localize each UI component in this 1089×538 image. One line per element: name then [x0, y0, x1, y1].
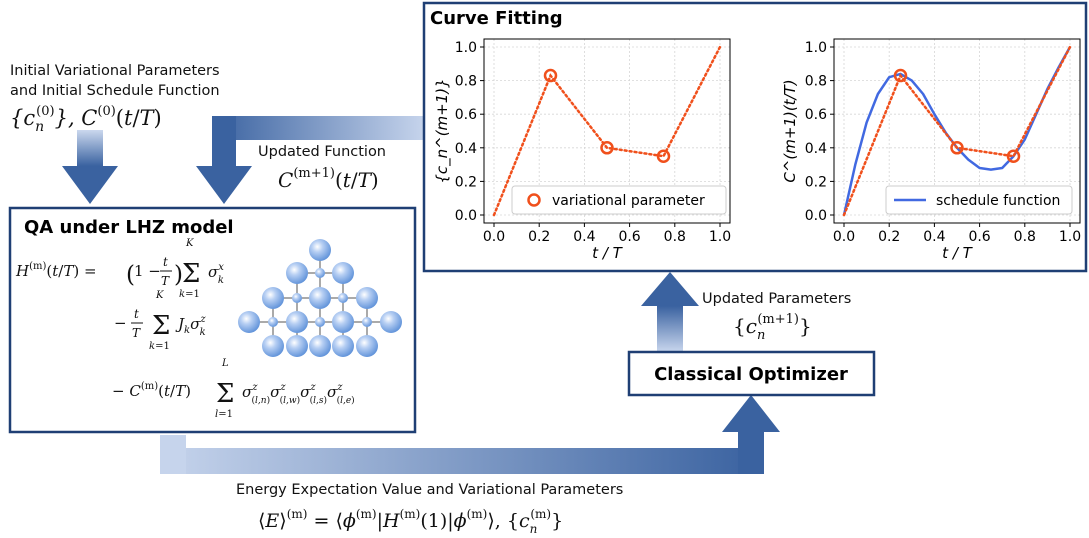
y-tick-label: 0.4 — [805, 141, 827, 157]
x-tick-label: 0.8 — [664, 229, 686, 245]
x-tick-label: 0.8 — [1014, 229, 1036, 245]
svg-text:σxk: σxk — [208, 262, 224, 286]
svg-text:k=1: k=1 — [149, 341, 170, 352]
x-tick-label: 0.2 — [528, 229, 550, 245]
parameter-marker — [950, 141, 964, 155]
svg-text:Σ: Σ — [152, 311, 170, 341]
y-tick-label: 0.6 — [455, 107, 477, 123]
schedule-function-chart: 0.0 0.2 0.4 0.6 0.8 1.0 0.0 0.2 0.4 0.6 0.8 1.0 t / … — [781, 38, 1081, 262]
y-tick-label: 1.0 — [805, 40, 827, 56]
svg-text:Σ: Σ — [216, 379, 234, 409]
variational-parameter-line — [492, 45, 722, 217]
svg-text:Σ: Σ — [182, 259, 200, 289]
curve-fitting-box — [422, 1, 1088, 273]
svg-text:H(m)(t/T) =: H(m)(t/T) = — [15, 261, 97, 280]
updated-function-label: Updated Function — [258, 144, 386, 160]
updated-parameters-label: Updated Parameters — [702, 291, 851, 307]
y-tick-label: 0.0 — [455, 208, 477, 224]
svg-text:K: K — [185, 238, 194, 249]
svg-text:(: ( — [126, 262, 135, 288]
input-arrow — [62, 130, 118, 204]
x-tick-label: 0.4 — [923, 229, 945, 245]
y-axis-label: C^(m+1)(t/T) — [781, 79, 799, 182]
svg-text:l=1: l=1 — [215, 409, 233, 420]
legend-marker — [527, 193, 541, 207]
y-tick-label: 1.0 — [455, 40, 477, 56]
legend-label: variational parameter — [552, 193, 705, 209]
y-tick-label: 0.8 — [455, 74, 477, 90]
svg-text:− C(m)(t/T): − C(m)(t/T) — [112, 381, 191, 400]
y-tick-label: 0.6 — [805, 107, 827, 123]
y-tick-label: 0.4 — [455, 141, 477, 157]
parameter-marker — [656, 149, 671, 163]
parameter-marker — [893, 68, 908, 83]
plot-frame — [833, 38, 1081, 224]
x-tick-label: 1.0 — [1059, 229, 1081, 245]
y-axis-label: {c_n^(m+1)} — [433, 78, 452, 183]
updated-function-arrow — [196, 116, 424, 204]
y-tick-label: 0.2 — [455, 174, 477, 190]
x-tick-label: 0.0 — [833, 229, 855, 245]
x-axis-label: t / T — [942, 244, 973, 262]
classical-optimizer-box — [627, 350, 876, 397]
parameter-marker — [1006, 149, 1021, 163]
svg-text:k=1: k=1 — [179, 289, 200, 300]
svg-text:t: t — [134, 307, 139, 321]
parameter-marker — [543, 68, 558, 83]
legend-box — [885, 185, 1073, 215]
variational-parameter-chart: 0.0 0.2 0.4 0.6 0.8 1.0 0.0 0.2 0.4 0.6 0.8 1.0 t / … — [433, 38, 731, 262]
updated-parameters-formula: {cn(m+1)} — [733, 312, 812, 343]
input-label-line2: and Initial Schedule Function — [10, 83, 220, 99]
parameter-marker — [600, 141, 614, 155]
energy-arrow — [160, 395, 780, 474]
classical-optimizer-label: Classical Optimizer — [654, 364, 848, 385]
input-label-line1: Initial Variational Parameters — [10, 63, 220, 79]
legend-label: schedule function — [936, 193, 1060, 209]
svg-text:t: t — [163, 255, 168, 269]
plot-frame — [483, 38, 731, 224]
x-tick-label: 0.2 — [878, 229, 900, 245]
x-tick-label: 0.6 — [968, 229, 990, 245]
svg-text:−: − — [114, 314, 127, 332]
x-tick-label: 0.6 — [618, 229, 640, 245]
x-tick-label: 1.0 — [709, 229, 731, 245]
y-tick-label: 0.8 — [805, 74, 827, 90]
svg-text:): ) — [174, 262, 183, 288]
updated-parameters-arrow — [641, 272, 699, 351]
x-axis-label: t / T — [592, 244, 623, 262]
lhz-lattice-icon — [238, 239, 402, 357]
energy-formula: ⟨E⟩(m) = ⟨ϕ(m)|H(m)(1)|ϕ(m)⟩, {cn(m)} — [258, 507, 563, 536]
variational-parameter-line — [842, 45, 1072, 217]
svg-text:T: T — [161, 274, 170, 288]
svg-text:T: T — [132, 326, 141, 340]
x-tick-label: 0.0 — [483, 229, 505, 245]
energy-label: Energy Expectation Value and Variational… — [236, 482, 623, 498]
legend-box — [511, 185, 727, 215]
svg-text:1 −: 1 − — [134, 262, 161, 280]
qa-box-title: QA under LHZ model — [24, 217, 234, 238]
curve-fitting-title: Curve Fitting — [430, 8, 563, 29]
input-formula: {cn(0)}, C(0)(t/T) — [10, 104, 162, 135]
updated-function-formula: C(m+1)(t/T) — [278, 166, 379, 192]
svg-text:L: L — [221, 358, 229, 369]
svg-text:K: K — [155, 290, 164, 301]
y-tick-label: 0.0 — [805, 208, 827, 224]
x-tick-label: 0.4 — [573, 229, 595, 245]
y-tick-label: 0.2 — [805, 174, 827, 190]
